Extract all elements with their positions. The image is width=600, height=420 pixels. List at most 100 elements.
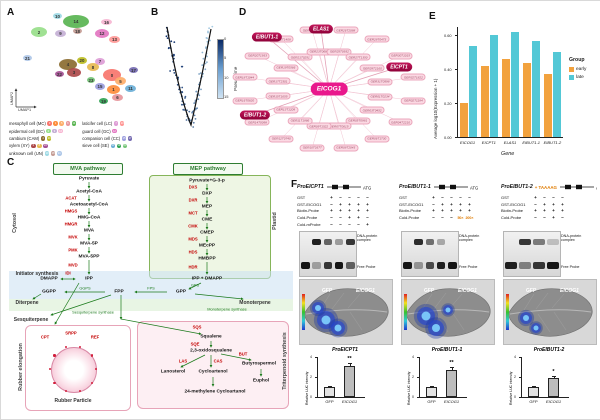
pathway-node: CMEP	[200, 231, 214, 236]
emsa-condition-row: Cold-mProbe−−−−+	[297, 221, 393, 228]
network-center-node: EICOG1	[311, 83, 348, 96]
leaf-label-eicog1: EICOG1	[356, 288, 375, 294]
pseudotime-colorbar	[217, 39, 224, 99]
pathway-node: GGPP	[42, 290, 56, 295]
trajectory-dot	[191, 112, 193, 114]
luc-ytick-label: 2	[412, 375, 414, 379]
emsa-mark: +	[363, 208, 372, 213]
emsa-condition-row: GST-EICOG1−++++	[399, 201, 495, 208]
trajectory-dot	[206, 37, 208, 39]
pathway-node: Cycloartenol	[198, 370, 227, 375]
e-bar-late	[532, 41, 540, 137]
emsa-mark: +	[531, 195, 540, 200]
umap-cluster-22: 22	[55, 71, 64, 77]
promoter-diagram: ATG	[327, 182, 373, 192]
gel-band-complex	[312, 239, 321, 245]
umap-cluster-16: 16	[101, 19, 112, 25]
umap-legend-dot: 12	[112, 129, 117, 134]
enzyme-label: HMGS	[65, 209, 78, 214]
emsa-mark: −	[531, 215, 540, 220]
network-node: GER04T2210	[388, 119, 413, 126]
emsa-mark: +	[531, 208, 540, 213]
network-node: GER28T0473	[364, 36, 389, 43]
emsa-mark: +	[354, 208, 363, 213]
e-xtick-label: EIBUT1-2	[544, 140, 562, 145]
emsa-mark: +	[327, 208, 336, 213]
e-bar-early	[481, 66, 489, 137]
trajectory-dot	[166, 35, 168, 37]
luc-ytick-label: 4	[514, 355, 516, 359]
pathway-section-label: Plastid	[272, 212, 278, 230]
emsa-condition-row: GST-EICOG1−++++	[297, 201, 393, 208]
luc-ytick-label: 0	[412, 395, 414, 399]
emsa-condition-row: Cold-Probe−−++−	[297, 214, 393, 221]
emsa-condition-row: GST+−−−−	[399, 194, 495, 201]
luc-ytick-label: 4	[310, 355, 312, 359]
network-node: GER27T1350	[346, 54, 371, 61]
network-node: GER08T2043	[333, 144, 358, 151]
trajectory-dot	[206, 61, 208, 63]
trajectory-dot	[173, 72, 175, 74]
luc-ylabel: Relative LUC intensity	[509, 372, 513, 405]
trajectory-dot	[208, 27, 210, 29]
emsa-mark: +	[456, 208, 465, 213]
e-legend-label: early	[576, 67, 586, 72]
rubber-particle-dot	[53, 354, 55, 356]
umap-legend-label: sieve cell (SE)	[82, 143, 109, 148]
trajectory-dot	[168, 47, 170, 49]
enzyme-label: PMK	[68, 248, 77, 253]
pathway-node: Acetoacetyl-CoA	[70, 203, 108, 208]
emsa-mark: −	[549, 195, 558, 200]
network-node: GER20T1933	[245, 52, 270, 59]
emsa-mark: +	[540, 202, 549, 207]
network-highlight-node: EIBUT1-2	[240, 111, 270, 120]
emsa-conditions: GST+−−−−GST-EICOG1−++++Biotin-Probe+++++…	[297, 194, 393, 228]
gel-label-free: Free Probe	[561, 265, 595, 269]
enzyme-label: CMK	[188, 224, 198, 229]
umap-cluster-15: 15	[95, 83, 105, 90]
gel-band-free	[335, 262, 344, 269]
luc-xtick-label: GFP	[529, 399, 537, 404]
umap-cluster-7: 7	[95, 58, 105, 65]
gel-band-free	[437, 262, 446, 269]
pathway-node: Lanosterol	[161, 370, 186, 375]
enzyme-label: ACAT	[65, 196, 76, 201]
pathway-node: MVA-5PP	[79, 255, 100, 260]
trajectory-dot	[203, 58, 205, 60]
pathway-node: GGPS	[79, 286, 90, 291]
emsa-mark: −	[354, 222, 363, 227]
umap-legend-dot: 11	[111, 144, 116, 149]
umap-cluster-3: 3	[67, 68, 81, 77]
emsa-mark: +	[549, 215, 558, 220]
e-y-axis	[457, 27, 458, 137]
pathway-node: CME	[202, 218, 213, 223]
luc-ytick-label: 0	[514, 395, 516, 399]
enzyme-label: HDS	[189, 250, 198, 255]
enzyme-label: REF	[91, 335, 99, 340]
umap-cluster-2: 2	[31, 27, 47, 37]
e-xtick-label: EICPT1	[482, 140, 496, 145]
gel-label-complex: DNA-protein complex	[561, 234, 595, 243]
emsa-condition-label: GST	[399, 195, 429, 200]
luc-xtick-label: EICOG1	[546, 399, 561, 404]
luc-x-axis	[419, 397, 467, 398]
network-node: GER30T1015	[388, 52, 413, 59]
pathway-arrow	[121, 319, 201, 334]
trajectory-dot	[192, 126, 194, 128]
umap-legend-dot: 5	[59, 121, 64, 126]
enzyme-label: LAS	[179, 359, 187, 364]
emsa-condition-row: GST+−−−	[501, 194, 597, 201]
pathway-node: MEcPP	[199, 244, 215, 249]
pathway-node: FPP	[114, 290, 123, 295]
luc-bar	[548, 378, 559, 397]
umap-cluster-17: 17	[129, 67, 138, 73]
panel-label-e: E	[429, 11, 436, 22]
umap-cluster-10: 10	[53, 13, 62, 19]
leaf-label-gfp: GFP	[424, 288, 435, 294]
umap-legend-dot: 15	[122, 136, 127, 141]
svg-text:ATG: ATG	[470, 185, 478, 190]
umap-cluster-5: 5	[115, 77, 126, 85]
